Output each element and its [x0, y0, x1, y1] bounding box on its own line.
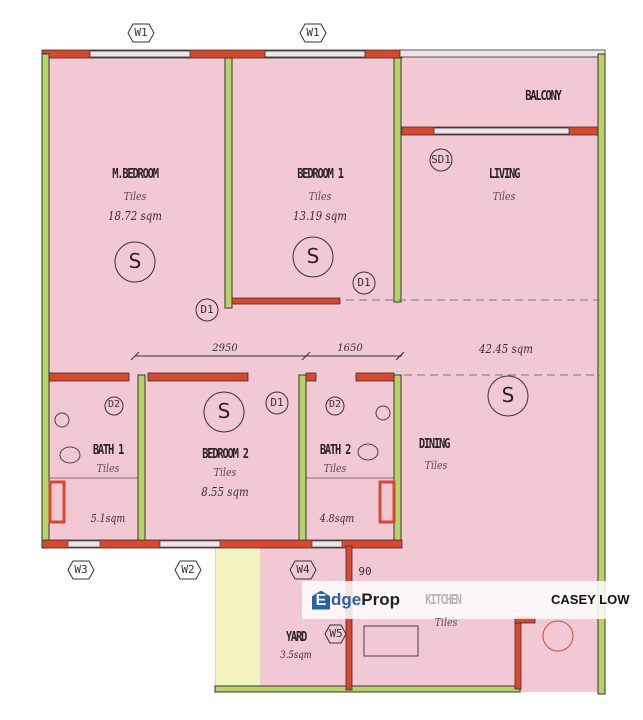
socket-symbol: S: [306, 244, 320, 268]
room-finish: Tiles: [308, 190, 332, 203]
room-finish: Tiles: [492, 190, 516, 203]
room-name-yard: YARD: [285, 630, 307, 645]
room-area: 4.8sqm: [319, 512, 355, 525]
room-area: 42.45 sqm: [479, 342, 533, 356]
window-tag-w3: W3: [74, 563, 88, 576]
floor-kitchen: [215, 546, 604, 692]
watermark-band: [302, 581, 643, 619]
basin-icon: [54, 412, 70, 428]
room-name-m-bedroom: M.BEDROOM: [112, 167, 159, 182]
room-name-bath-1: BATH 1: [92, 443, 125, 458]
dimension-1650: 1650: [337, 343, 363, 354]
door-tag-d1: D1: [200, 303, 214, 316]
door-tag-d2: D2: [107, 399, 121, 410]
room-area: 18.72 sqm: [108, 209, 162, 223]
room-name-living: LIVING: [488, 167, 521, 182]
toilet-icon: [59, 446, 81, 464]
basin-icon: [375, 405, 391, 421]
room-name-balcony: BALCONY: [525, 89, 562, 104]
yard-strip: [216, 546, 260, 690]
agent-name: CASEY LOW: [551, 592, 630, 607]
door-tag-d1: D1: [357, 276, 371, 289]
door-swing-label: 90: [358, 565, 372, 578]
door-tag-sd1: SD1: [431, 153, 451, 166]
room-finish: Tiles: [424, 459, 448, 472]
toilet-icon: [357, 443, 379, 461]
green-walls: [41, 53, 606, 695]
sink-icon: [363, 625, 419, 657]
room-name-bath-2: BATH 2: [319, 443, 352, 458]
dimension-2950: 2950: [212, 343, 238, 354]
window-tag-w2: W2: [181, 563, 195, 576]
room-area: 5.1sqm: [90, 512, 126, 525]
balcony-wall: [401, 126, 603, 136]
socket-symbol: S: [128, 249, 142, 273]
room-area: 3.5sqm: [280, 650, 312, 661]
socket-circles: [104, 148, 529, 433]
window-tag-w5: W5: [329, 627, 343, 640]
socket-symbol: S: [217, 399, 231, 423]
door-tag-d1: D1: [270, 396, 284, 409]
dimension-line: [130, 351, 405, 361]
fixtures: [54, 299, 600, 657]
window-tag-w1: W1: [306, 26, 320, 39]
room-finish: Tiles: [96, 462, 120, 475]
room-name-bedroom-1: BEDROOM 1: [297, 167, 344, 182]
room-finish: Tiles: [434, 616, 458, 629]
window-tag-w1: W1: [134, 26, 148, 39]
door-tag-d2: D2: [328, 399, 342, 410]
room-name-dining: DINING: [418, 437, 451, 452]
room-name-bedroom-2: BEDROOM 2: [202, 447, 249, 462]
room-finish: Tiles: [213, 466, 237, 479]
brand-part: Prop: [361, 590, 400, 609]
room-area: 13.19 sqm: [293, 209, 347, 223]
socket-symbol: S: [501, 383, 515, 407]
hob-icon: [542, 620, 574, 652]
bottom-windows: [67, 540, 343, 548]
window-tag-w4: W4: [296, 563, 310, 576]
room-area: 8.55 sqm: [201, 485, 249, 499]
top-wall: [41, 49, 606, 59]
room-finish: Tiles: [123, 190, 147, 203]
room-name-kitchen: KITCHEN: [425, 593, 462, 608]
brand-part: dge: [331, 590, 362, 609]
edgeprop-house-icon: E: [312, 590, 330, 610]
window-hexagons: [67, 23, 347, 644]
red-walls: [41, 297, 536, 691]
room-finish: Tiles: [323, 462, 347, 475]
